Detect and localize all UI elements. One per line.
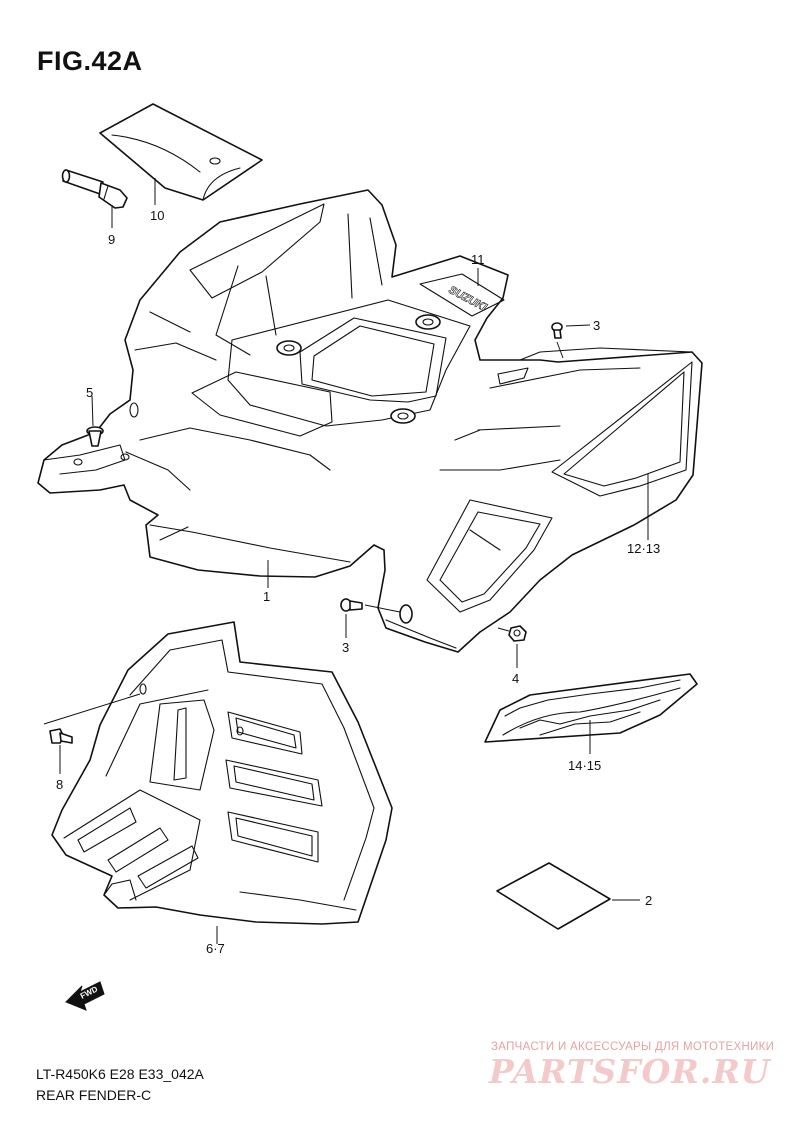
callout-3-upper: 3 (593, 318, 600, 333)
part-4-nut[interactable] (497, 625, 527, 668)
part-3-screw-lower[interactable] (340, 598, 401, 638)
watermark-caption: ЗАПЧАСТИ И АКСЕССУАРЫ ДЛЯ МОТОТЕХНИКИ (491, 1041, 775, 1053)
part-8-screw[interactable] (49, 728, 73, 774)
callout-2: 2 (645, 893, 652, 908)
callout-3-lower: 3 (342, 640, 349, 655)
callout-4: 4 (512, 671, 519, 686)
callout-8: 8 (56, 777, 63, 792)
part-10-pad[interactable] (99, 103, 263, 201)
part-6-7-guard[interactable] (43, 621, 393, 944)
part-9-rod[interactable] (61, 169, 128, 209)
figure-title: FIG.42A (37, 46, 143, 76)
callout-11: 11 (471, 252, 485, 267)
callout-1: 1 (263, 589, 270, 604)
callout-5: 5 (86, 385, 93, 400)
callout-14-15: 14·15 (568, 758, 601, 773)
part-2-label-sheet[interactable] (496, 862, 640, 930)
part-3-screw-upper[interactable] (551, 322, 591, 359)
section-name: REAR FENDER-C (36, 1087, 152, 1103)
part-5-clip[interactable] (86, 395, 104, 447)
watermark-logo: PARTSFOR.RU (489, 1052, 771, 1091)
part-14-15-decal[interactable] (484, 673, 698, 754)
callout-10: 10 (150, 208, 164, 223)
part-1-rear-fender[interactable]: SUZUKI (37, 189, 703, 653)
callout-12-13: 12·13 (627, 541, 660, 556)
callout-9: 9 (108, 232, 115, 247)
model-code: LT-R450K6 E28 E33_042A (36, 1066, 204, 1082)
fwd-arrow-icon: FWD (65, 981, 105, 1011)
callout-6-7: 6·7 (206, 941, 225, 956)
